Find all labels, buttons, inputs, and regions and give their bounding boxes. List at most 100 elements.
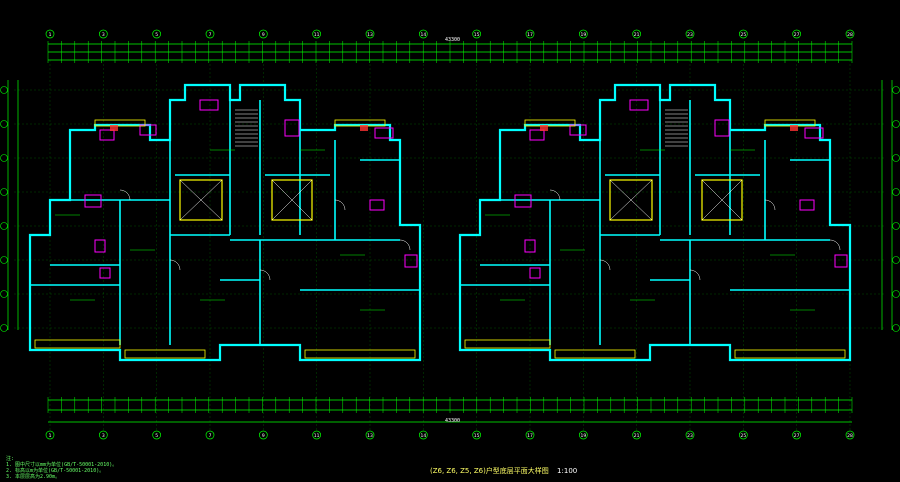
drawing-scale: 1:100 bbox=[557, 467, 578, 475]
dimension-lines bbox=[7, 41, 893, 423]
axis-bubble-top bbox=[98, 29, 108, 39]
elevator-shaft bbox=[701, 179, 743, 221]
axis-bubble-bottom bbox=[98, 430, 108, 440]
fixture bbox=[374, 127, 394, 139]
axis-bubble-top bbox=[845, 29, 855, 39]
axis-label-top: 21 bbox=[634, 32, 640, 38]
axis-label-top: 28 bbox=[847, 32, 853, 38]
overall-dimension-top: 43300 bbox=[445, 37, 461, 43]
axis-bubble-right bbox=[892, 120, 900, 128]
axis-label-bottom: 21 bbox=[634, 433, 640, 439]
fixture bbox=[804, 127, 824, 139]
axis-bubble-left bbox=[0, 222, 8, 230]
axis-label-top: 25 bbox=[740, 32, 746, 38]
fixture bbox=[99, 129, 115, 141]
fixture bbox=[284, 119, 300, 137]
door-swing bbox=[549, 189, 561, 201]
axis-label-bottom: 23 bbox=[687, 433, 693, 439]
fixture bbox=[569, 124, 587, 136]
axis-bubble-top bbox=[152, 29, 162, 39]
axis-bubble-top bbox=[312, 29, 322, 39]
drawing-notes: 注: 1. 图中尺寸以mm为单位(GB/T-50001-2010)。 2. 标高… bbox=[6, 456, 117, 480]
plan-walls bbox=[28, 83, 852, 362]
axis-label-top: 5 bbox=[155, 32, 158, 38]
axis-label-bottom: 27 bbox=[794, 433, 800, 439]
fixture bbox=[714, 119, 730, 137]
fixture bbox=[514, 194, 532, 208]
axis-bubble-top bbox=[525, 29, 535, 39]
axis-bubble-top bbox=[685, 29, 695, 39]
door-swing bbox=[119, 189, 131, 201]
axis-bubble-bottom bbox=[152, 430, 162, 440]
axis-bubble-bottom bbox=[258, 430, 268, 440]
fixture bbox=[799, 199, 815, 211]
balcony-rail bbox=[734, 349, 846, 359]
axis-label-top: 1 bbox=[49, 32, 52, 38]
door-swing bbox=[169, 259, 181, 271]
axis-label-top: 7 bbox=[209, 32, 212, 38]
axis-label-bottom: 15 bbox=[474, 433, 480, 439]
fixture bbox=[529, 129, 545, 141]
door-swing bbox=[764, 199, 776, 211]
fixture bbox=[199, 99, 219, 111]
axis-label-bottom: 9 bbox=[262, 433, 265, 439]
balcony-marker bbox=[360, 125, 368, 131]
axis-bubble-right bbox=[892, 154, 900, 162]
fixture bbox=[94, 239, 106, 253]
balcony-rail bbox=[304, 349, 416, 359]
axis-label-top: 11 bbox=[314, 32, 320, 38]
balcony-rail bbox=[464, 339, 551, 349]
axis-label-bottom: 17 bbox=[527, 433, 533, 439]
axis-bubble-left bbox=[0, 188, 8, 196]
door-swing bbox=[689, 269, 701, 281]
axis-label-top: 19 bbox=[580, 32, 586, 38]
axis-bubble-top bbox=[365, 29, 375, 39]
axis-label-top: 17 bbox=[527, 32, 533, 38]
axis-bubble-bottom bbox=[845, 430, 855, 440]
balcony-marker bbox=[540, 125, 548, 131]
axis-bubble-left bbox=[0, 290, 8, 298]
elevator-cross bbox=[609, 179, 653, 221]
axis-label-top: 13 bbox=[367, 32, 373, 38]
door-swing bbox=[399, 239, 411, 251]
axis-bubble-right bbox=[892, 86, 900, 94]
axis-bubble-bottom bbox=[738, 430, 748, 440]
axis-label-bottom: 13 bbox=[367, 433, 373, 439]
axis-bubble-top bbox=[578, 29, 588, 39]
axis-label-bottom: 5 bbox=[155, 433, 158, 439]
note-line: 1. 图中尺寸以mm为单位(GB/T-50001-2010)。 bbox=[6, 462, 118, 468]
axis-bubble-left bbox=[0, 154, 8, 162]
axis-bubble-left bbox=[0, 120, 8, 128]
axis-label-bottom: 14 bbox=[420, 433, 426, 439]
elevator-cross bbox=[701, 179, 743, 221]
axis-label-top: 27 bbox=[794, 32, 800, 38]
elevator-shaft bbox=[179, 179, 223, 221]
balcony-rail bbox=[124, 349, 206, 359]
axis-label-top: 14 bbox=[420, 32, 426, 38]
axis-bubble-bottom bbox=[418, 430, 428, 440]
elevator-cross bbox=[271, 179, 313, 221]
fixture bbox=[524, 239, 536, 253]
axis-bubble-bottom bbox=[365, 430, 375, 440]
fixture bbox=[404, 254, 418, 268]
axis-bubble-right bbox=[892, 324, 900, 332]
axis-bubble-bottom bbox=[205, 430, 215, 440]
axis-label-top: 3 bbox=[102, 32, 105, 38]
axis-bubble-right bbox=[892, 188, 900, 196]
note-line: 3. 本层层高为2.90m。 bbox=[6, 474, 61, 480]
axis-bubble-top bbox=[258, 29, 268, 39]
apartment-unit bbox=[458, 83, 852, 362]
fixture bbox=[834, 254, 848, 268]
drawing-title: (Z6, Z6, Z5, Z6)户型底层平面大样图 1:100 bbox=[430, 466, 577, 476]
axis-bubble-bottom bbox=[472, 430, 482, 440]
axis-bubble-left bbox=[0, 256, 8, 264]
axis-bubble-bottom bbox=[632, 430, 642, 440]
apartment-unit bbox=[28, 83, 422, 362]
door-swing bbox=[599, 259, 611, 271]
axis-label-bottom: 1 bbox=[49, 433, 52, 439]
fixture bbox=[629, 99, 649, 111]
axis-bubble-right bbox=[892, 290, 900, 298]
axis-bubble-top bbox=[792, 29, 802, 39]
exterior-wall bbox=[28, 83, 422, 362]
